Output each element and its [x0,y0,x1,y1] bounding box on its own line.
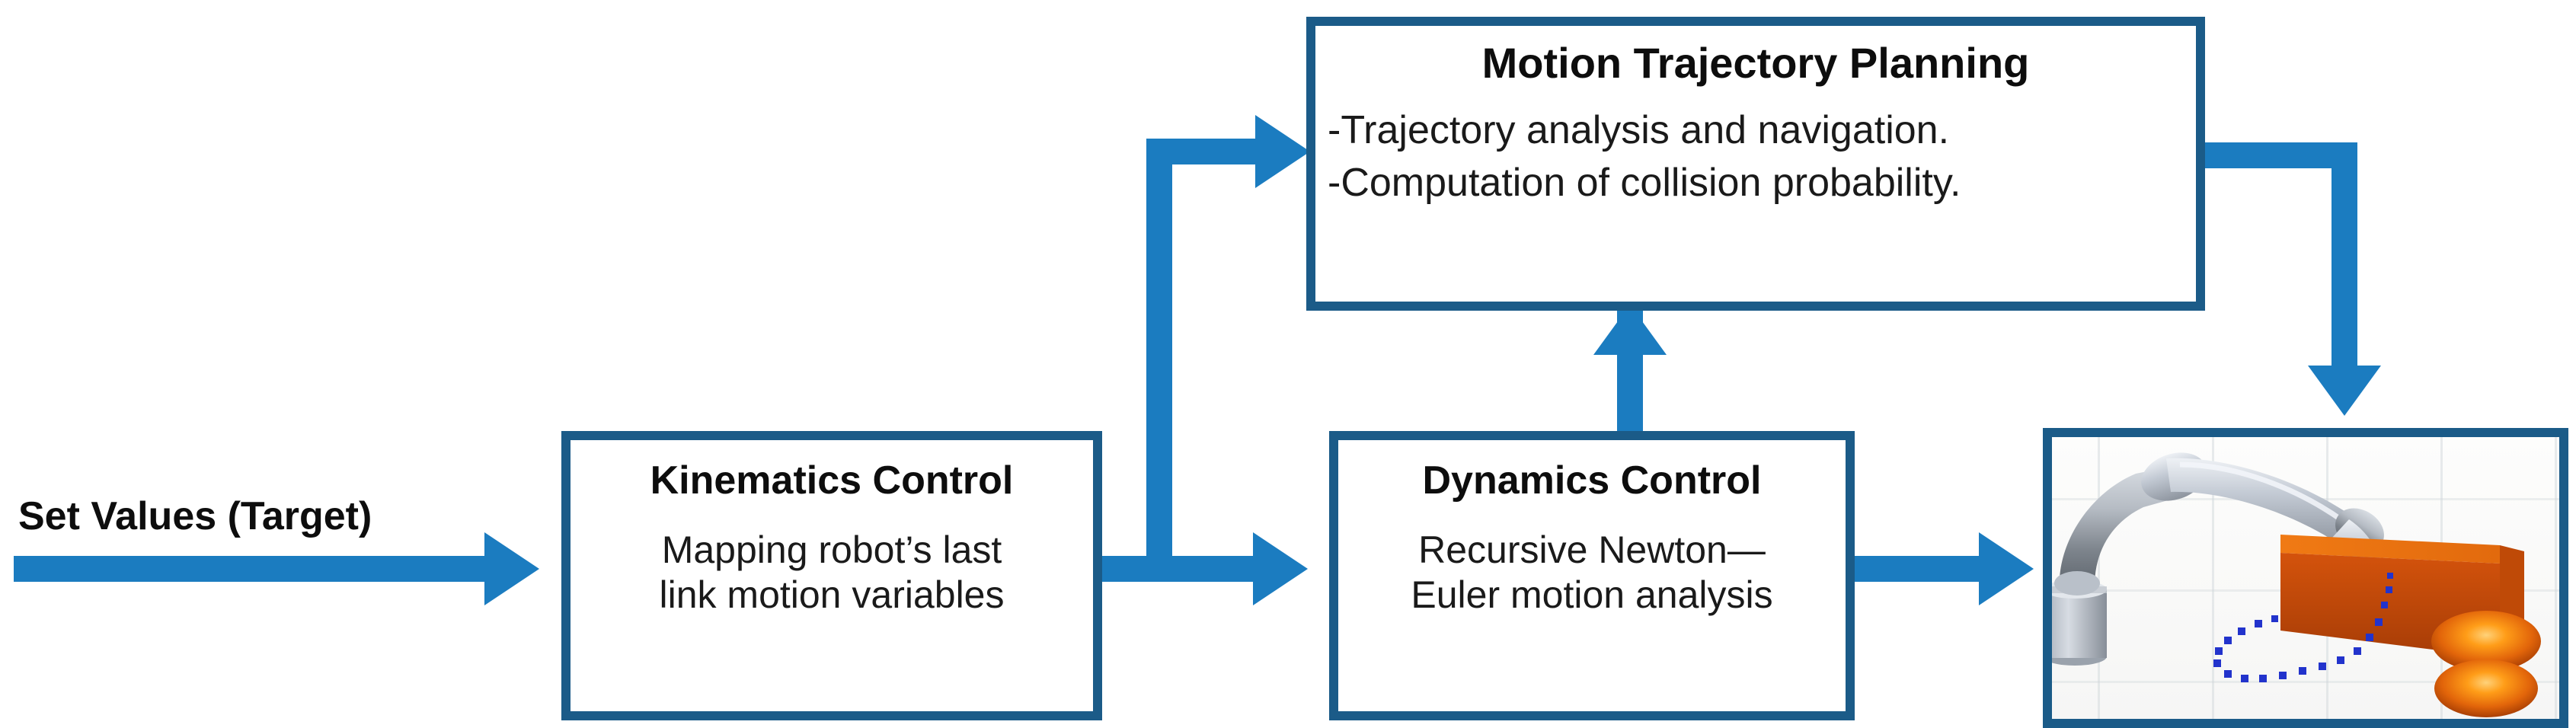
node-motion-trajectory-planning-title: Motion Trajectory Planning [1481,39,2030,87]
robot-arm-illustration [2052,452,2541,717]
node-robot-simulation-image[interactable] [2043,428,2568,728]
set-values-label: Set Values (Target) [18,494,372,538]
node-kinematics-control-title: Kinematics Control [650,458,1014,503]
node-kinematics-line-2: link motion variables [659,573,1005,616]
node-motion-line-2: -Computation of collision probability. [1328,161,1961,206]
node-dynamics-control-title: Dynamics Control [1422,458,1762,503]
node-dynamics-control[interactable]: Dynamics Control Recursive Newton— Euler… [1329,431,1855,720]
connector-motion-to-robot-vertical [2332,142,2357,371]
connector-kinematics-to-motion-vertical [1146,139,1172,582]
node-kinematics-control-body: Mapping robot’s last link motion variabl… [570,528,1093,618]
node-dynamics-line-2: Euler motion analysis [1411,573,1773,616]
connector-input-to-kinematics-shaft [14,556,486,582]
node-motion-trajectory-planning-body: -Trajectory analysis and navigation. -Co… [1315,107,2196,207]
connector-kinematics-to-motion-horizontal [1146,139,1276,164]
connector-kinematics-to-dynamics-shaft [1102,556,1254,582]
node-kinematics-line-1: Mapping robot’s last [661,528,1002,571]
node-dynamics-line-1: Recursive Newton— [1418,528,1766,571]
robot-scene [2052,437,2559,719]
connector-kinematics-to-dynamics-arrowhead [1253,532,1308,605]
node-motion-line-1: -Trajectory analysis and navigation. [1328,107,1950,152]
connector-dynamics-to-motion-arrowhead [1593,305,1667,355]
connector-dynamics-to-robot-shaft [1855,556,1980,582]
connector-dynamics-to-robot-arrowhead [1979,532,2034,605]
node-dynamics-control-body: Recursive Newton— Euler motion analysis [1338,528,1846,618]
node-motion-trajectory-planning[interactable]: Motion Trajectory Planning -Trajectory a… [1306,17,2205,311]
node-kinematics-control[interactable]: Kinematics Control Mapping robot’s last … [561,431,1102,720]
connector-motion-to-robot-arrowhead [2308,366,2381,416]
connector-input-to-kinematics-arrowhead [484,532,539,605]
connector-kinematics-to-motion-arrowhead [1255,115,1310,188]
